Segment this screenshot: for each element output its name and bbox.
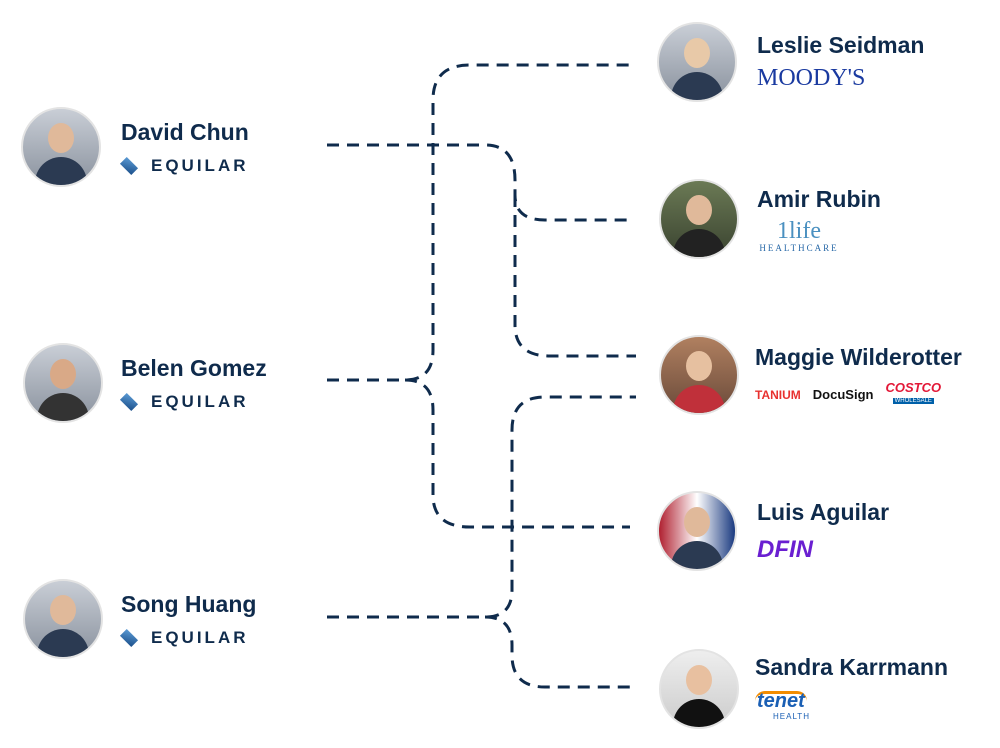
connector-david-maggie [513, 195, 636, 358]
equilar-diamond-icon [119, 156, 139, 175]
equilar-logo: EQUILAR [119, 392, 267, 412]
person-amir-rubin: Amir Rubin 1life HEALTHCARE [659, 179, 881, 259]
person-name: Luis Aguilar [757, 498, 890, 525]
equilar-diamond-icon [119, 392, 139, 411]
person-luis-aguilar: Luis Aguilar DFIN [657, 491, 889, 571]
tenet-health-logo: tenet HEALTH [755, 690, 810, 721]
equilar-logo: EQUILAR [119, 156, 249, 176]
person-belen-gomez: Belen Gomez EQUILAR [23, 343, 267, 423]
person-david-chun: David Chun EQUILAR [21, 107, 249, 187]
avatar [23, 579, 103, 659]
person-name: Song Huang [121, 590, 257, 617]
dfin-logo: DFIN [757, 535, 813, 563]
person-maggie-wilderotter: Maggie Wilderotter TANIUM DocuSign COSTC… [659, 335, 962, 415]
equilar-logo: EQUILAR [119, 628, 256, 648]
person-name: Leslie Seidman [757, 32, 925, 58]
tanium-logo: TANIUM [755, 387, 801, 402]
person-name: Amir Rubin [757, 185, 881, 212]
equilar-diamond-icon [119, 628, 139, 647]
avatar [657, 491, 737, 571]
avatar [659, 335, 739, 415]
avatar [657, 22, 737, 102]
person-sandra-karrmann: Sandra Karrmann tenet HEALTH [659, 649, 948, 729]
person-name: David Chun [121, 118, 249, 145]
avatar [23, 343, 103, 423]
person-leslie-seidman: Leslie Seidman MOODY'S [657, 22, 924, 102]
connector-song-sandra [484, 615, 636, 689]
person-song-huang: Song Huang EQUILAR [23, 579, 256, 659]
moodys-logo: MOODY'S [757, 65, 866, 91]
avatar [659, 179, 739, 259]
avatar [21, 107, 101, 187]
connector-belen-leslie [327, 63, 630, 382]
person-name: Maggie Wilderotter [755, 344, 962, 370]
1life-healthcare-logo: 1life HEALTHCARE [759, 217, 839, 253]
connector-belen-luis [404, 378, 630, 529]
connector-david-amir [327, 143, 630, 222]
person-name: Belen Gomez [121, 354, 267, 381]
docusign-logo: DocuSign [812, 387, 874, 402]
connector-song-maggie [327, 395, 636, 619]
avatar [659, 649, 739, 729]
person-name: Sandra Karrmann [755, 654, 949, 680]
